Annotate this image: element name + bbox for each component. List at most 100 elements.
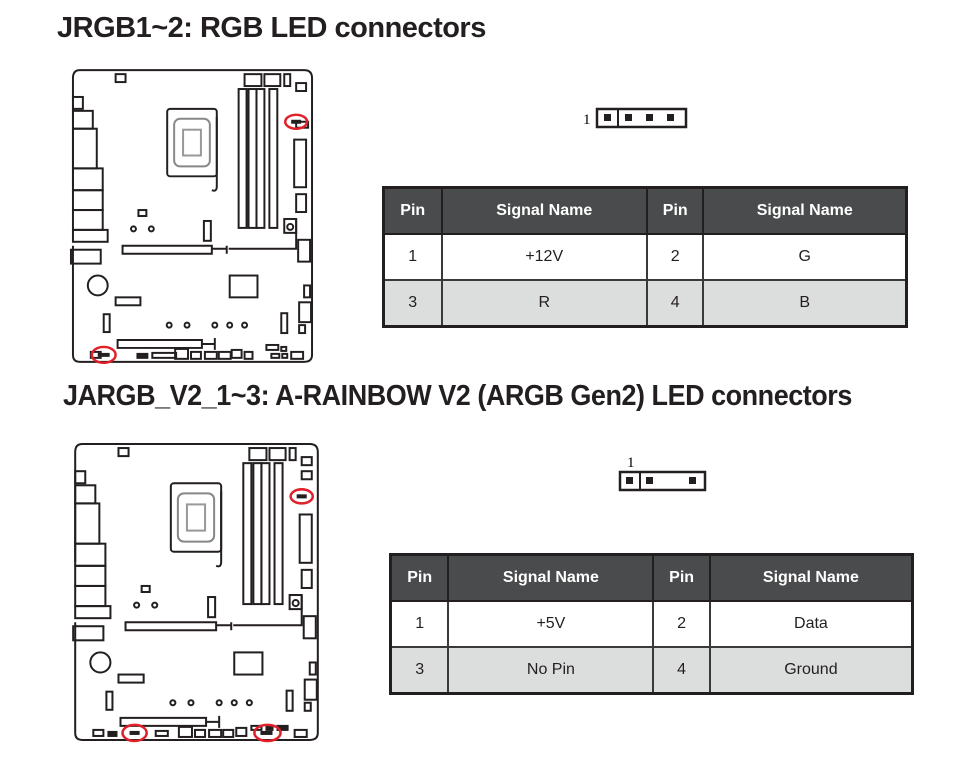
pin-number: 1 [389, 600, 450, 648]
connector [270, 352, 281, 359]
column-header: Signal Name [708, 553, 914, 602]
column-header: Pin [382, 186, 443, 235]
component [137, 209, 148, 217]
io-port [71, 228, 109, 243]
io-port [71, 209, 104, 231]
connector [293, 138, 308, 189]
connector [105, 690, 114, 711]
connector [295, 82, 308, 92]
connector [235, 726, 248, 737]
component [117, 673, 145, 684]
dimm-slot [268, 88, 279, 229]
table-header-row: Pin Signal Name Pin Signal Name [389, 553, 914, 602]
jargb-connector [260, 730, 273, 735]
io-port [71, 167, 104, 192]
pcie-slot [116, 338, 216, 350]
pin [646, 477, 653, 484]
highlight-ring [289, 488, 315, 505]
motherboard-diagram-jargb [72, 443, 319, 743]
pin-number: 1 [382, 233, 443, 281]
connector [263, 73, 282, 88]
dimm-slot [237, 88, 248, 229]
chipset [228, 274, 259, 299]
io-port [74, 584, 107, 608]
column-header: Pin [389, 553, 450, 602]
pin [667, 114, 674, 121]
pin [625, 114, 632, 121]
component [114, 296, 142, 307]
component [140, 584, 151, 594]
table-row: 1 +12V 2 G [382, 233, 908, 281]
board-outline [71, 69, 314, 363]
component [207, 596, 217, 619]
highlight-ring [90, 345, 117, 365]
pin-number: 3 [382, 279, 443, 328]
jargb-connector [296, 494, 307, 499]
dimm-slot [242, 462, 253, 606]
signal-name: G [702, 233, 908, 281]
connector [154, 729, 169, 737]
pin [604, 114, 611, 121]
connector [280, 312, 289, 335]
dimm-slot [255, 88, 266, 229]
column-header: Pin [645, 186, 705, 235]
connector [217, 350, 232, 360]
connector [174, 347, 190, 360]
dimm-slot [260, 462, 271, 606]
column-header: Signal Name [447, 553, 655, 602]
io-port [71, 189, 104, 212]
connector [92, 728, 105, 737]
io-port [71, 95, 84, 110]
jargb-connector [129, 730, 140, 735]
io-port [74, 502, 101, 545]
connector [283, 73, 292, 88]
io-port [74, 470, 87, 485]
io-port [74, 564, 107, 587]
connector [243, 73, 263, 88]
pinout-table-jargb: Pin Signal Name Pin Signal Name 1 +5V 2 … [389, 553, 914, 695]
pin-header-jrgb: 1 [583, 107, 688, 129]
connector [300, 470, 313, 481]
connector [303, 284, 312, 299]
connector [281, 352, 289, 359]
pcie-slot [124, 595, 303, 632]
connector [285, 689, 294, 712]
highlight-ring [121, 723, 148, 743]
connector [190, 350, 202, 360]
pin [646, 114, 653, 121]
io-port [71, 109, 94, 130]
connector [297, 238, 312, 263]
cpu-socket [166, 107, 218, 192]
connector [203, 350, 218, 360]
column-header: Signal Name [702, 186, 908, 235]
io-port [74, 605, 112, 620]
cpu-socket [169, 482, 223, 568]
connector [290, 350, 305, 360]
io-port [72, 625, 105, 642]
highlight-ring [284, 113, 309, 130]
chipset [233, 651, 264, 676]
battery [89, 651, 112, 674]
table-row: 3 No Pin 4 Ground [389, 646, 914, 695]
connector [117, 447, 130, 458]
connector [303, 701, 312, 712]
pcie-slot [121, 218, 298, 255]
connector [222, 728, 235, 738]
connector [298, 324, 307, 335]
column-header: Pin [652, 553, 711, 602]
connector [280, 345, 288, 352]
io-port [69, 248, 102, 265]
table-row: 1 +5V 2 Data [389, 600, 914, 648]
section-heading-jrgb: JRGB1~2: RGB LED connectors [57, 12, 486, 44]
io-port [71, 127, 98, 170]
connector [102, 313, 111, 334]
column-header: Signal Name [440, 186, 648, 235]
signal-name: +12V [440, 233, 648, 281]
motherboard-diagram-jrgb [69, 69, 314, 365]
table-header-row: Pin Signal Name Pin Signal Name [382, 186, 908, 235]
connector [298, 301, 313, 324]
connector [193, 728, 207, 738]
connector [303, 678, 318, 701]
battery [86, 274, 109, 297]
connector [208, 728, 223, 738]
